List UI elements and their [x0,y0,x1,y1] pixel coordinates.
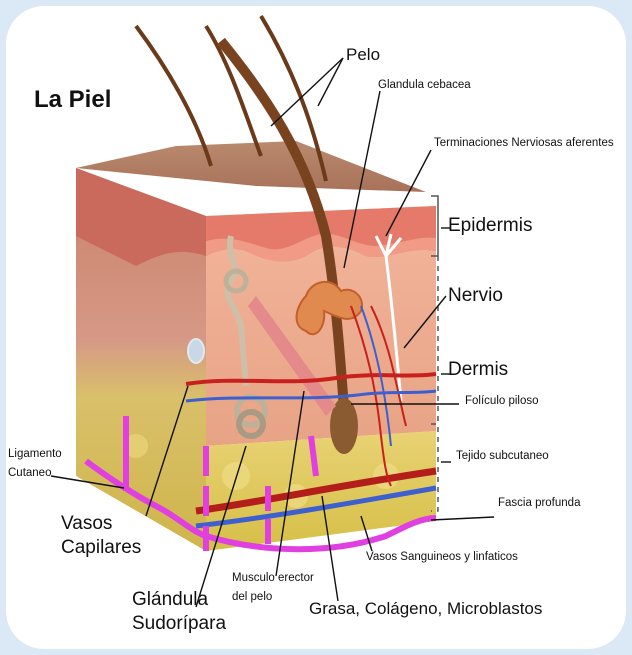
label-fascia: Fascia profunda [498,498,580,510]
diagram-title: La Piel [34,88,111,112]
label-pelo: Pelo [346,46,380,63]
label-tejido: Tejido subcutaneo [456,451,549,463]
hair-shaft [136,26,211,166]
skin-surface [76,141,426,192]
label-vasos-capilares-2: Capilares [61,538,141,557]
label-glandula-sudoripara-2: Sudorípara [132,614,226,633]
label-ligamento-1: Ligamento [8,449,62,461]
label-vasos-sanguineos: Vasos Sanguineos y linfaticos [366,552,518,564]
label-glandula-cebacea: Glandula cebacea [378,80,471,92]
label-musculo-2: del pelo [232,592,272,604]
diagram-card: La Piel Pelo Glandula cebacea Terminacio… [6,6,626,649]
label-foliculo: Folículo piloso [465,396,539,408]
label-terminaciones: Terminaciones Nerviosas aferentes [434,138,614,150]
label-glandula-sudoripara-1: Glándula [132,590,208,609]
pacinian-corpuscle [188,339,204,363]
label-grasa: Grasa, Colágeno, Microblastos [309,600,542,617]
label-epidermis: Epidermis [448,216,532,235]
label-nervio: Nervio [448,286,503,305]
label-dermis: Dermis [448,360,508,379]
label-vasos-capilares-1: Vasos [61,514,112,533]
label-ligamento-2: Cutaneo [8,468,51,480]
label-musculo-1: Musculo erector [232,573,314,585]
